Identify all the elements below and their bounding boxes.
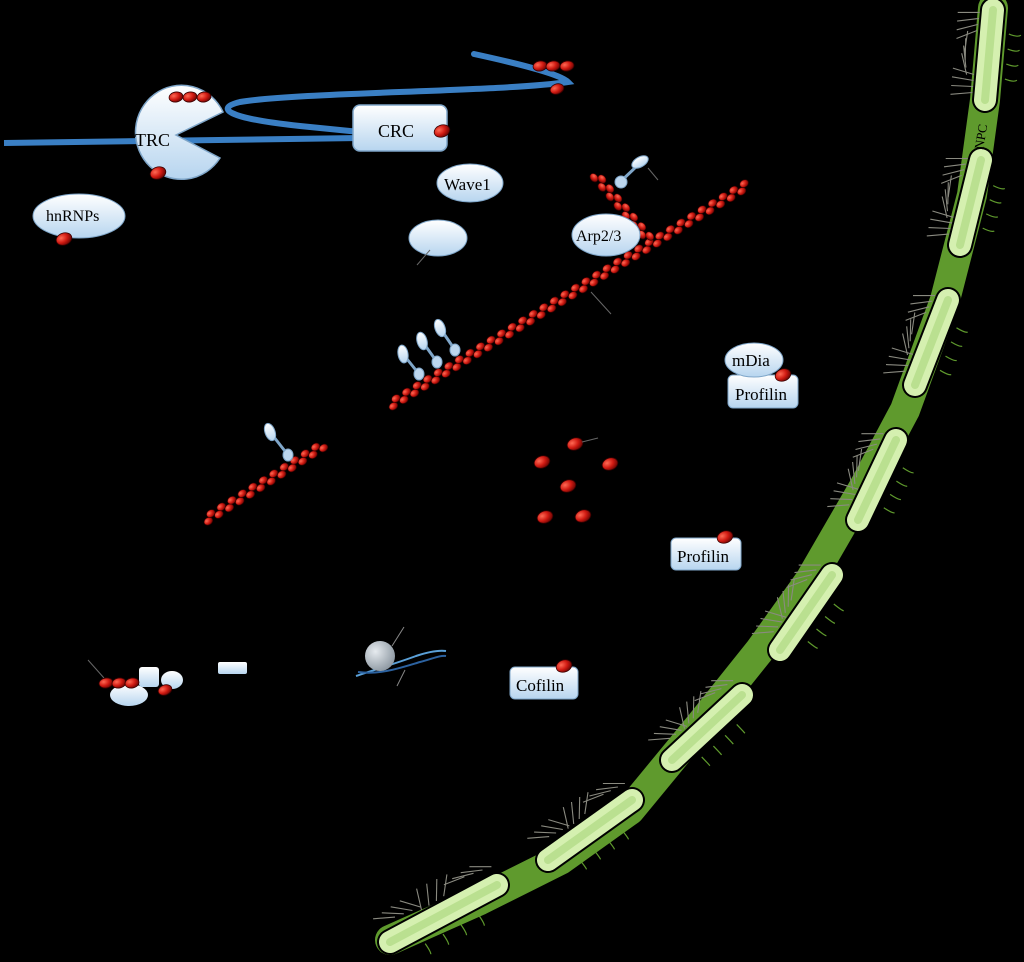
motor-protein: [615, 153, 658, 188]
trc-label: TRC: [135, 130, 170, 150]
nuclear-pore-complex: [951, 10, 1021, 100]
hnrnps-protein: hnRNPs: [33, 194, 125, 238]
mrna-strands: [4, 54, 568, 143]
free-actin-monomer: [573, 508, 592, 525]
motor-protein: [262, 422, 293, 461]
hnrnps-label: hnRNPs: [46, 208, 99, 225]
small-rect-protein: [218, 662, 247, 674]
motor-protein: [397, 344, 424, 380]
mdia-label: mDia: [732, 351, 770, 370]
actin-monomer: [98, 677, 114, 689]
pointer-line: [392, 627, 404, 646]
crc-complex: CRC: [353, 105, 447, 151]
pointer-line: [397, 670, 405, 686]
cofilin-complex: Cofilin: [510, 667, 578, 699]
nuclear-envelope: [373, 8, 1021, 954]
unlabeled-protein: [409, 220, 467, 265]
pore-basket-fibrils: [1005, 34, 1021, 81]
arp23-complex: Arp2/3: [572, 214, 640, 256]
unlabeled-protein-shape: [409, 220, 467, 256]
actin-filament-short: [203, 441, 330, 526]
profilin-label-1: Profilin: [735, 385, 787, 404]
filament-subunit: [738, 178, 750, 189]
free-actin-monomer: [558, 478, 577, 495]
free-actin-monomer: [532, 454, 551, 471]
free-actin-monomer: [535, 509, 554, 526]
chromatin-complex: [356, 627, 446, 686]
cofilin-label: Cofilin: [516, 676, 565, 695]
nuclear-pore-complex: [927, 159, 1005, 246]
actin-filaments: [203, 172, 750, 527]
nuclear-pore-complex: [648, 681, 745, 766]
pointer-line: [88, 660, 104, 678]
crc-label: CRC: [378, 121, 414, 141]
profilin-complex-2: Profilin: [671, 538, 741, 570]
motor-protein: [432, 318, 460, 356]
wave1-protein: Wave1: [437, 164, 503, 202]
arp23-label: Arp2/3: [576, 228, 621, 245]
nuclear-pore-complex: [883, 296, 967, 385]
actin-filament-main: [388, 178, 750, 412]
profilin-label-2: Profilin: [677, 547, 729, 566]
wave1-label: Wave1: [444, 175, 491, 194]
free-actin-monomer: [565, 436, 584, 453]
motor-protein: [415, 331, 442, 368]
complex-square: [139, 667, 159, 687]
nucleosome: [365, 641, 395, 671]
free-actin-monomer: [600, 456, 619, 473]
envelope-membrane: [390, 8, 993, 940]
actin-monomer: [559, 60, 575, 72]
